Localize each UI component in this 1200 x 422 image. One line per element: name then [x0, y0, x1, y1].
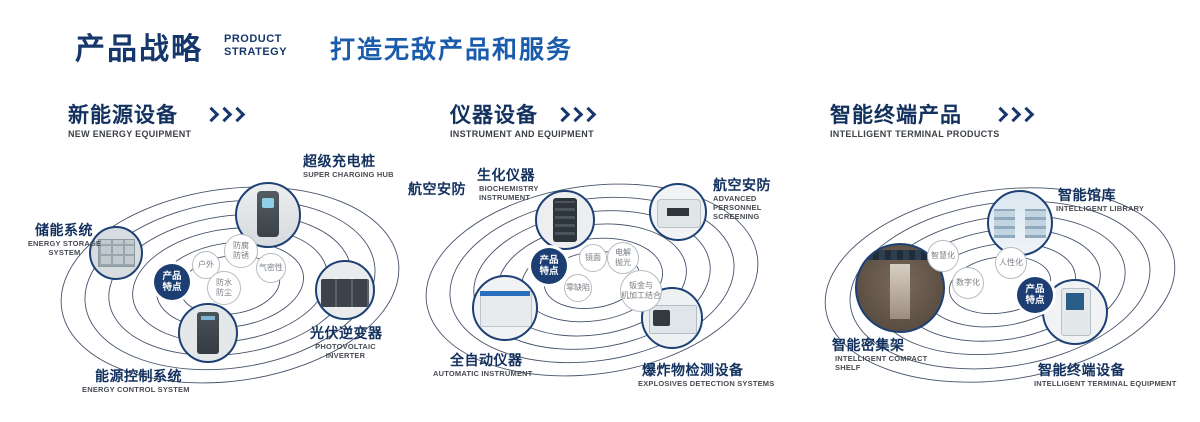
automatic-instrument-label: 全自动仪器: [450, 352, 523, 368]
section-subtitle: INTELLIGENT TERMINAL PRODUCTS: [830, 129, 1000, 139]
energy-storage-label: 储能系统: [35, 222, 93, 238]
section-instrument: 仪器设备 INSTRUMENT AND EQUIPMENT 航空安防 生化仪器 …: [405, 95, 805, 415]
personnel-screening-sublabel: ADVANCED PERSONNEL SCREENING: [713, 194, 762, 221]
page-title: 产品战略: [75, 33, 203, 66]
personnel-screening-image: [649, 183, 707, 241]
feature-bubble: 镜面: [579, 244, 607, 272]
section-intelligent-terminal: 智能终端产品 INTELLIGENT TERMINAL PRODUCTS 智能馆…: [820, 95, 1200, 415]
energy-storage-sublabel: ENERGY STORAGE SYSTEM: [27, 239, 102, 257]
section-title: 新能源设备: [68, 104, 178, 127]
feature-bubble: 人性化: [995, 247, 1027, 279]
explosives-detection-label: 爆炸物检测设备: [642, 362, 744, 378]
pv-inverter-sublabel: PHOTOVOLTAIC INVERTER: [315, 342, 376, 360]
section-title: 智能终端产品: [830, 104, 962, 127]
chevron-right-icon: [992, 106, 1035, 123]
pv-inverter-label: 光伏逆变器: [310, 325, 383, 341]
energy-control-label: 能源控制系统: [95, 368, 182, 384]
feature-bubble: 气密性: [256, 253, 286, 283]
automatic-instrument-sublabel: AUTOMATIC INSTRUMENT: [433, 369, 533, 378]
feature-bubble: 防水 防尘: [207, 271, 241, 305]
feature-bubble: 钣金与 机加工结合: [620, 270, 662, 312]
intelligent-library-label: 智能馆库: [1058, 187, 1116, 203]
feature-bubble: 智慧化: [927, 240, 959, 272]
chevron-right-icon: [580, 106, 597, 123]
energy-control-image: [178, 303, 238, 363]
chevron-right-icon: [554, 106, 597, 123]
page-subtitle: 打造无敌产品和服务: [330, 36, 574, 64]
page-title-en-line2: STRATEGY: [224, 46, 288, 59]
biochemistry-instrument-label: 生化仪器: [477, 167, 535, 183]
terminal-equipment-label: 智能终端设备: [1038, 362, 1125, 378]
biochemistry-instrument-image: [535, 190, 595, 250]
product-features-badge: 产品 特点: [1017, 277, 1053, 313]
compact-shelf-label: 智能密集架: [832, 337, 905, 353]
section-subtitle: INSTRUMENT AND EQUIPMENT: [450, 129, 594, 139]
feature-bubble: 电解 抛光: [607, 242, 639, 274]
section-subtitle: NEW ENERGY EQUIPMENT: [68, 129, 192, 139]
pv-inverter-image: [315, 260, 375, 320]
chevron-right-icon: [229, 106, 246, 123]
super-charging-hub-sublabel: SUPER CHARGING HUB: [303, 170, 394, 179]
intelligent-library-image: [987, 190, 1053, 256]
automatic-instrument-image: [472, 275, 538, 341]
biochemistry-instrument-sublabel: BIOCHEMISTRY INSTRUMENT: [479, 184, 539, 202]
energy-control-sublabel: ENERGY CONTROL SYSTEM: [82, 385, 190, 394]
page-title-en: PRODUCT STRATEGY: [224, 33, 287, 59]
personnel-screening-label: 航空安防: [713, 177, 771, 193]
chevron-right-icon: [1018, 106, 1035, 123]
product-features-badge: 产品 特点: [531, 248, 567, 284]
aviation-security-label: 航空安防: [408, 181, 466, 197]
product-features-badge: 产品 特点: [154, 264, 190, 300]
feature-bubble: 零缺陷: [564, 274, 592, 302]
chevron-right-icon: [203, 106, 246, 123]
feature-bubble: 防腐 防锈: [224, 234, 258, 268]
compact-shelf-sublabel: INTELLIGENT COMPACT SHELF: [835, 354, 928, 372]
feature-bubble: 数字化: [952, 267, 984, 299]
page-title-en-line1: PRODUCT: [224, 33, 282, 45]
intelligent-library-sublabel: INTELLIGENT LIBRARY: [1056, 204, 1145, 213]
terminal-equipment-sublabel: INTELLIGENT TERMINAL EQUIPMENT: [1034, 379, 1177, 388]
explosives-detection-sublabel: EXPLOSIVES DETECTION SYSTEMS: [638, 379, 775, 388]
section-title: 仪器设备: [450, 104, 538, 127]
super-charging-hub-label: 超级充电桩: [303, 153, 376, 169]
section-new-energy: 新能源设备 NEW ENERGY EQUIPMENT 超级充电桩 SUPER C…: [20, 95, 430, 415]
